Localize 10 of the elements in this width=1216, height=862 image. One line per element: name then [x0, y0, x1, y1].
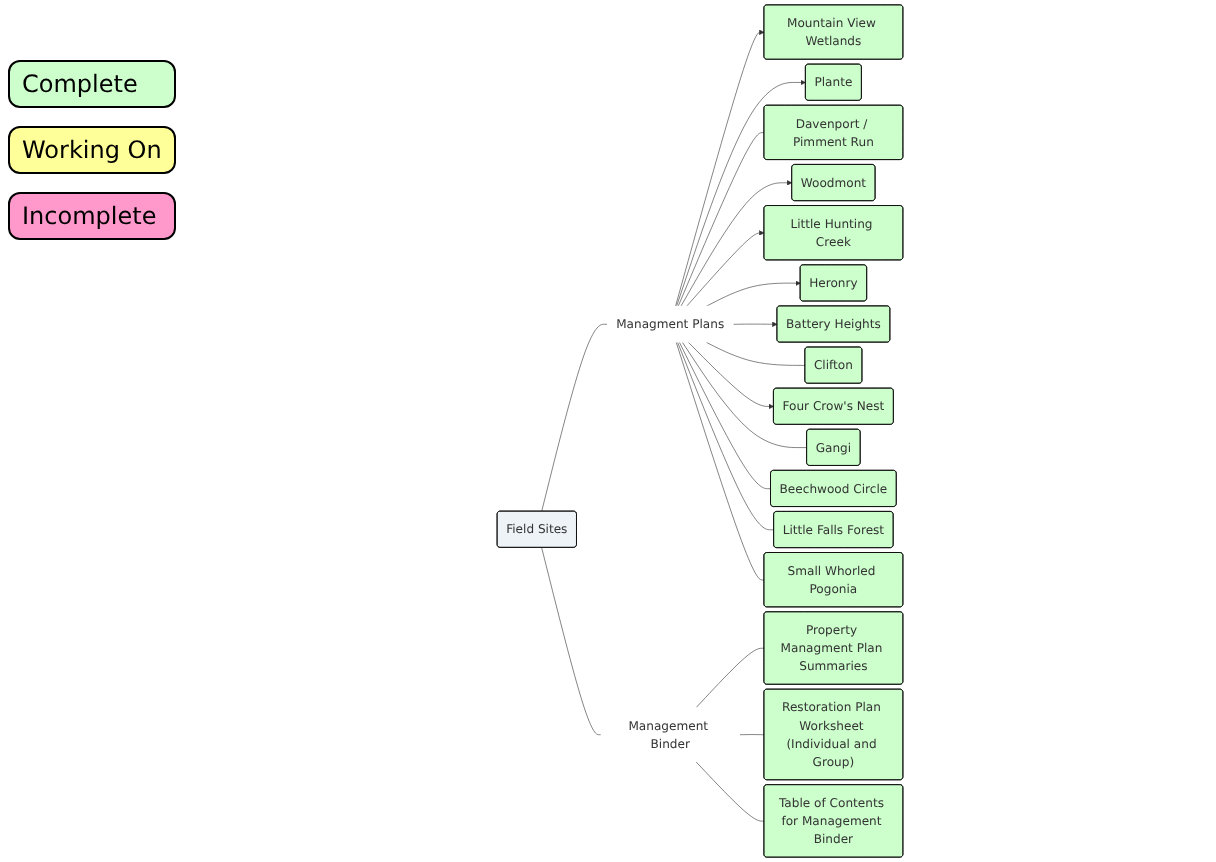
- connector: [675, 342, 765, 581]
- legend-swatch: Working On: [8, 126, 176, 174]
- legend-swatch: Complete: [8, 60, 176, 108]
- connector: [541, 547, 602, 736]
- legend-swatch: Incomplete: [8, 192, 176, 240]
- connector: [695, 647, 765, 708]
- connector: [739, 734, 765, 736]
- connector: [706, 342, 806, 366]
- connector: [541, 323, 608, 512]
- connector: [695, 761, 765, 822]
